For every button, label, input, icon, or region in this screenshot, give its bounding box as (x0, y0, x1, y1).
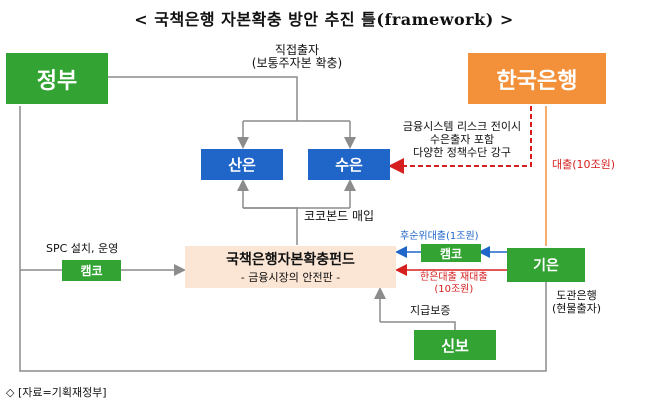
conduit-bank-label: 도관은행 (현물출자) (552, 289, 602, 315)
direct-investment-line (108, 76, 298, 121)
government-node: 정부 (6, 53, 108, 104)
fund-subtitle: - 금융시장의 안전판 - (240, 271, 341, 284)
kamco-left-node: 캠코 (62, 260, 121, 281)
direct-investment-label: 직접출자 (보통주자본 확충) (251, 43, 343, 70)
guarantee-label: 지급보증 (410, 304, 451, 317)
kamco-right-node: 캠코 (421, 244, 481, 262)
diagram-title: < 국책은행 자본확충 방안 추진 틀(framework) > (134, 10, 514, 29)
fund-title: 국책은행자본확충펀드 (226, 252, 355, 268)
guarantee-line (380, 321, 456, 330)
source-note: ◇ [자료=기획재정부] (6, 386, 107, 399)
kexim-node: 수은 (308, 149, 390, 180)
kodit-node: 신보 (414, 330, 496, 360)
bok-support-label: 금융시스템 리스크 전이시 수은출자 포함 다양한 정책수단 강구 (402, 120, 522, 159)
ibk-node: 기은 (507, 248, 585, 282)
loan-label: 대출(10조원) (552, 158, 616, 171)
spc-label: SPC 설치, 운영 (46, 242, 119, 255)
coco-bond-label: 코코본드 매입 (304, 209, 375, 223)
kdb-node: 산은 (201, 149, 283, 180)
subordinated-loan-label: 후순위대출(1조원) (400, 231, 479, 242)
bank-of-korea-node: 한국은행 (468, 53, 606, 104)
capital-fund-node: 국책은행자본확충펀드 - 금융시장의 안전판 - (185, 246, 396, 288)
government-bottom-line (19, 106, 547, 372)
bok-support-line (388, 106, 532, 174)
relending-label: 한은대출 재대출 (10조원) (420, 272, 488, 295)
coco-line (243, 207, 298, 245)
